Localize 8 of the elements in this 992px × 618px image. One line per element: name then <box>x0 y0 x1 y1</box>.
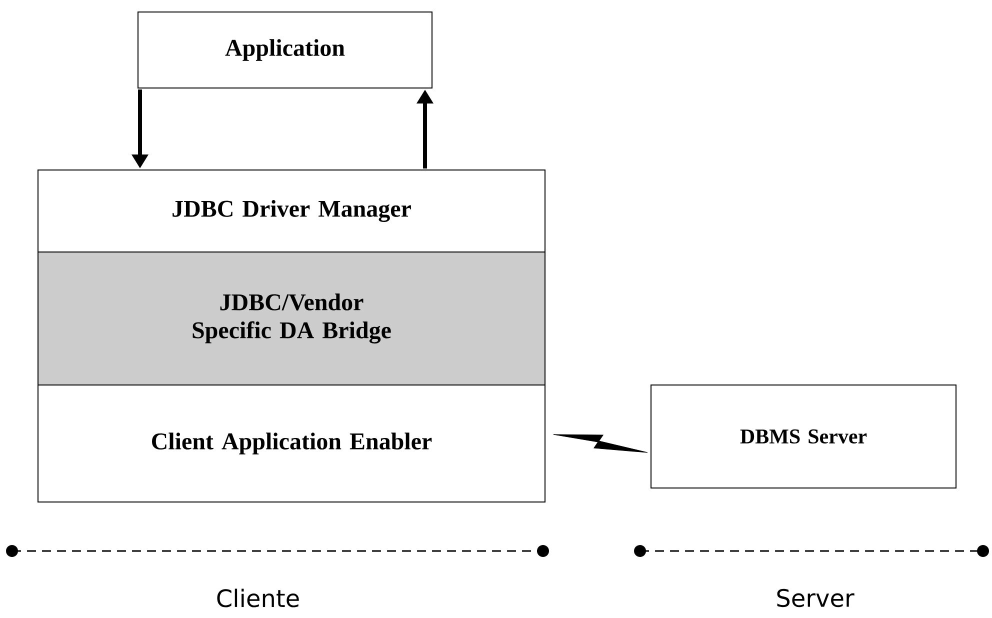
box: Application <box>138 12 432 88</box>
section-label: Cliente <box>217 588 299 608</box>
box: DBMS Server <box>650 384 957 488</box>
section-label: Server <box>777 588 854 608</box>
box: JDBC/Vendor Specific DA Bridge <box>38 252 546 386</box>
box: Client Application Enabler <box>38 384 546 502</box>
lightning-connector <box>553 434 648 453</box>
box: JDBC Driver Manager <box>38 170 546 252</box>
